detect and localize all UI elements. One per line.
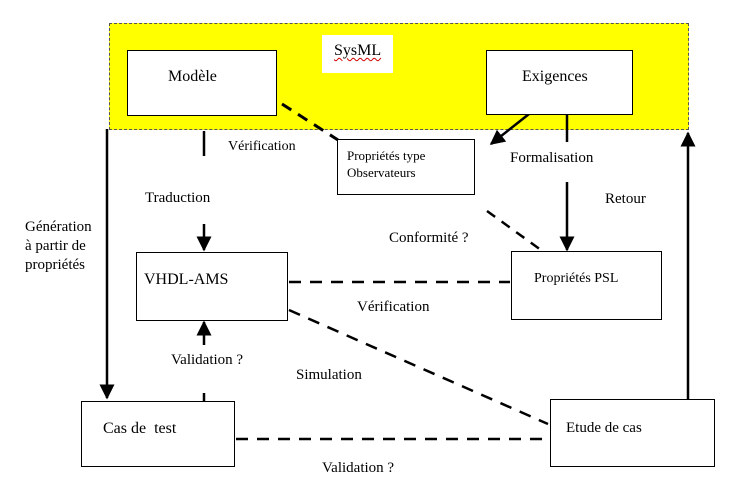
exigences-to-proprietes-arrow (489, 113, 530, 145)
proprietes-type-box (337, 139, 475, 195)
etude-de-cas-box (550, 399, 715, 467)
retour-label: Retour (605, 191, 646, 207)
sysml-title: SysML (334, 42, 382, 59)
exigences-label: Exigences (522, 68, 588, 85)
cas-de-test-box (81, 401, 235, 467)
etude-de-cas-label: Etude de cas (566, 420, 642, 436)
vhdl-ams-box (136, 252, 288, 321)
validation-bottom-label: Validation ? (322, 460, 395, 476)
modele-box (127, 50, 277, 116)
conformite-label: Conformité ? (389, 230, 469, 246)
proprietes-psl-box (511, 251, 662, 320)
observateurs-label: Observateurs (347, 165, 416, 180)
verification-top-label: Vérification (228, 139, 296, 154)
simulation-label: Simulation (296, 367, 362, 383)
vhdl-ams-label: VHDL-AMS (144, 271, 229, 288)
formalisation-label: Formalisation (510, 150, 594, 166)
generation-label-1: Génération (25, 219, 92, 235)
sysml-title-box (322, 35, 393, 73)
verification-mid-label: Vérification (357, 299, 430, 315)
proprietes-psl-label: Propriétés PSL (534, 271, 619, 286)
modele-label: Modèle (168, 68, 217, 85)
validation-left-label: Validation ? (171, 352, 244, 368)
cas-de-test-label: Cas de test (103, 420, 177, 437)
generation-label-2: à partir de (25, 238, 86, 254)
conformite-dashed (486, 209, 542, 252)
traduction-label: Traduction (145, 190, 211, 206)
simulation-dashed (288, 308, 549, 426)
proprietes-type-label: Propriétés type (347, 148, 426, 163)
generation-label-3: propriétés (25, 257, 85, 273)
verification-dashed (281, 102, 339, 142)
exigences-box (486, 50, 633, 115)
